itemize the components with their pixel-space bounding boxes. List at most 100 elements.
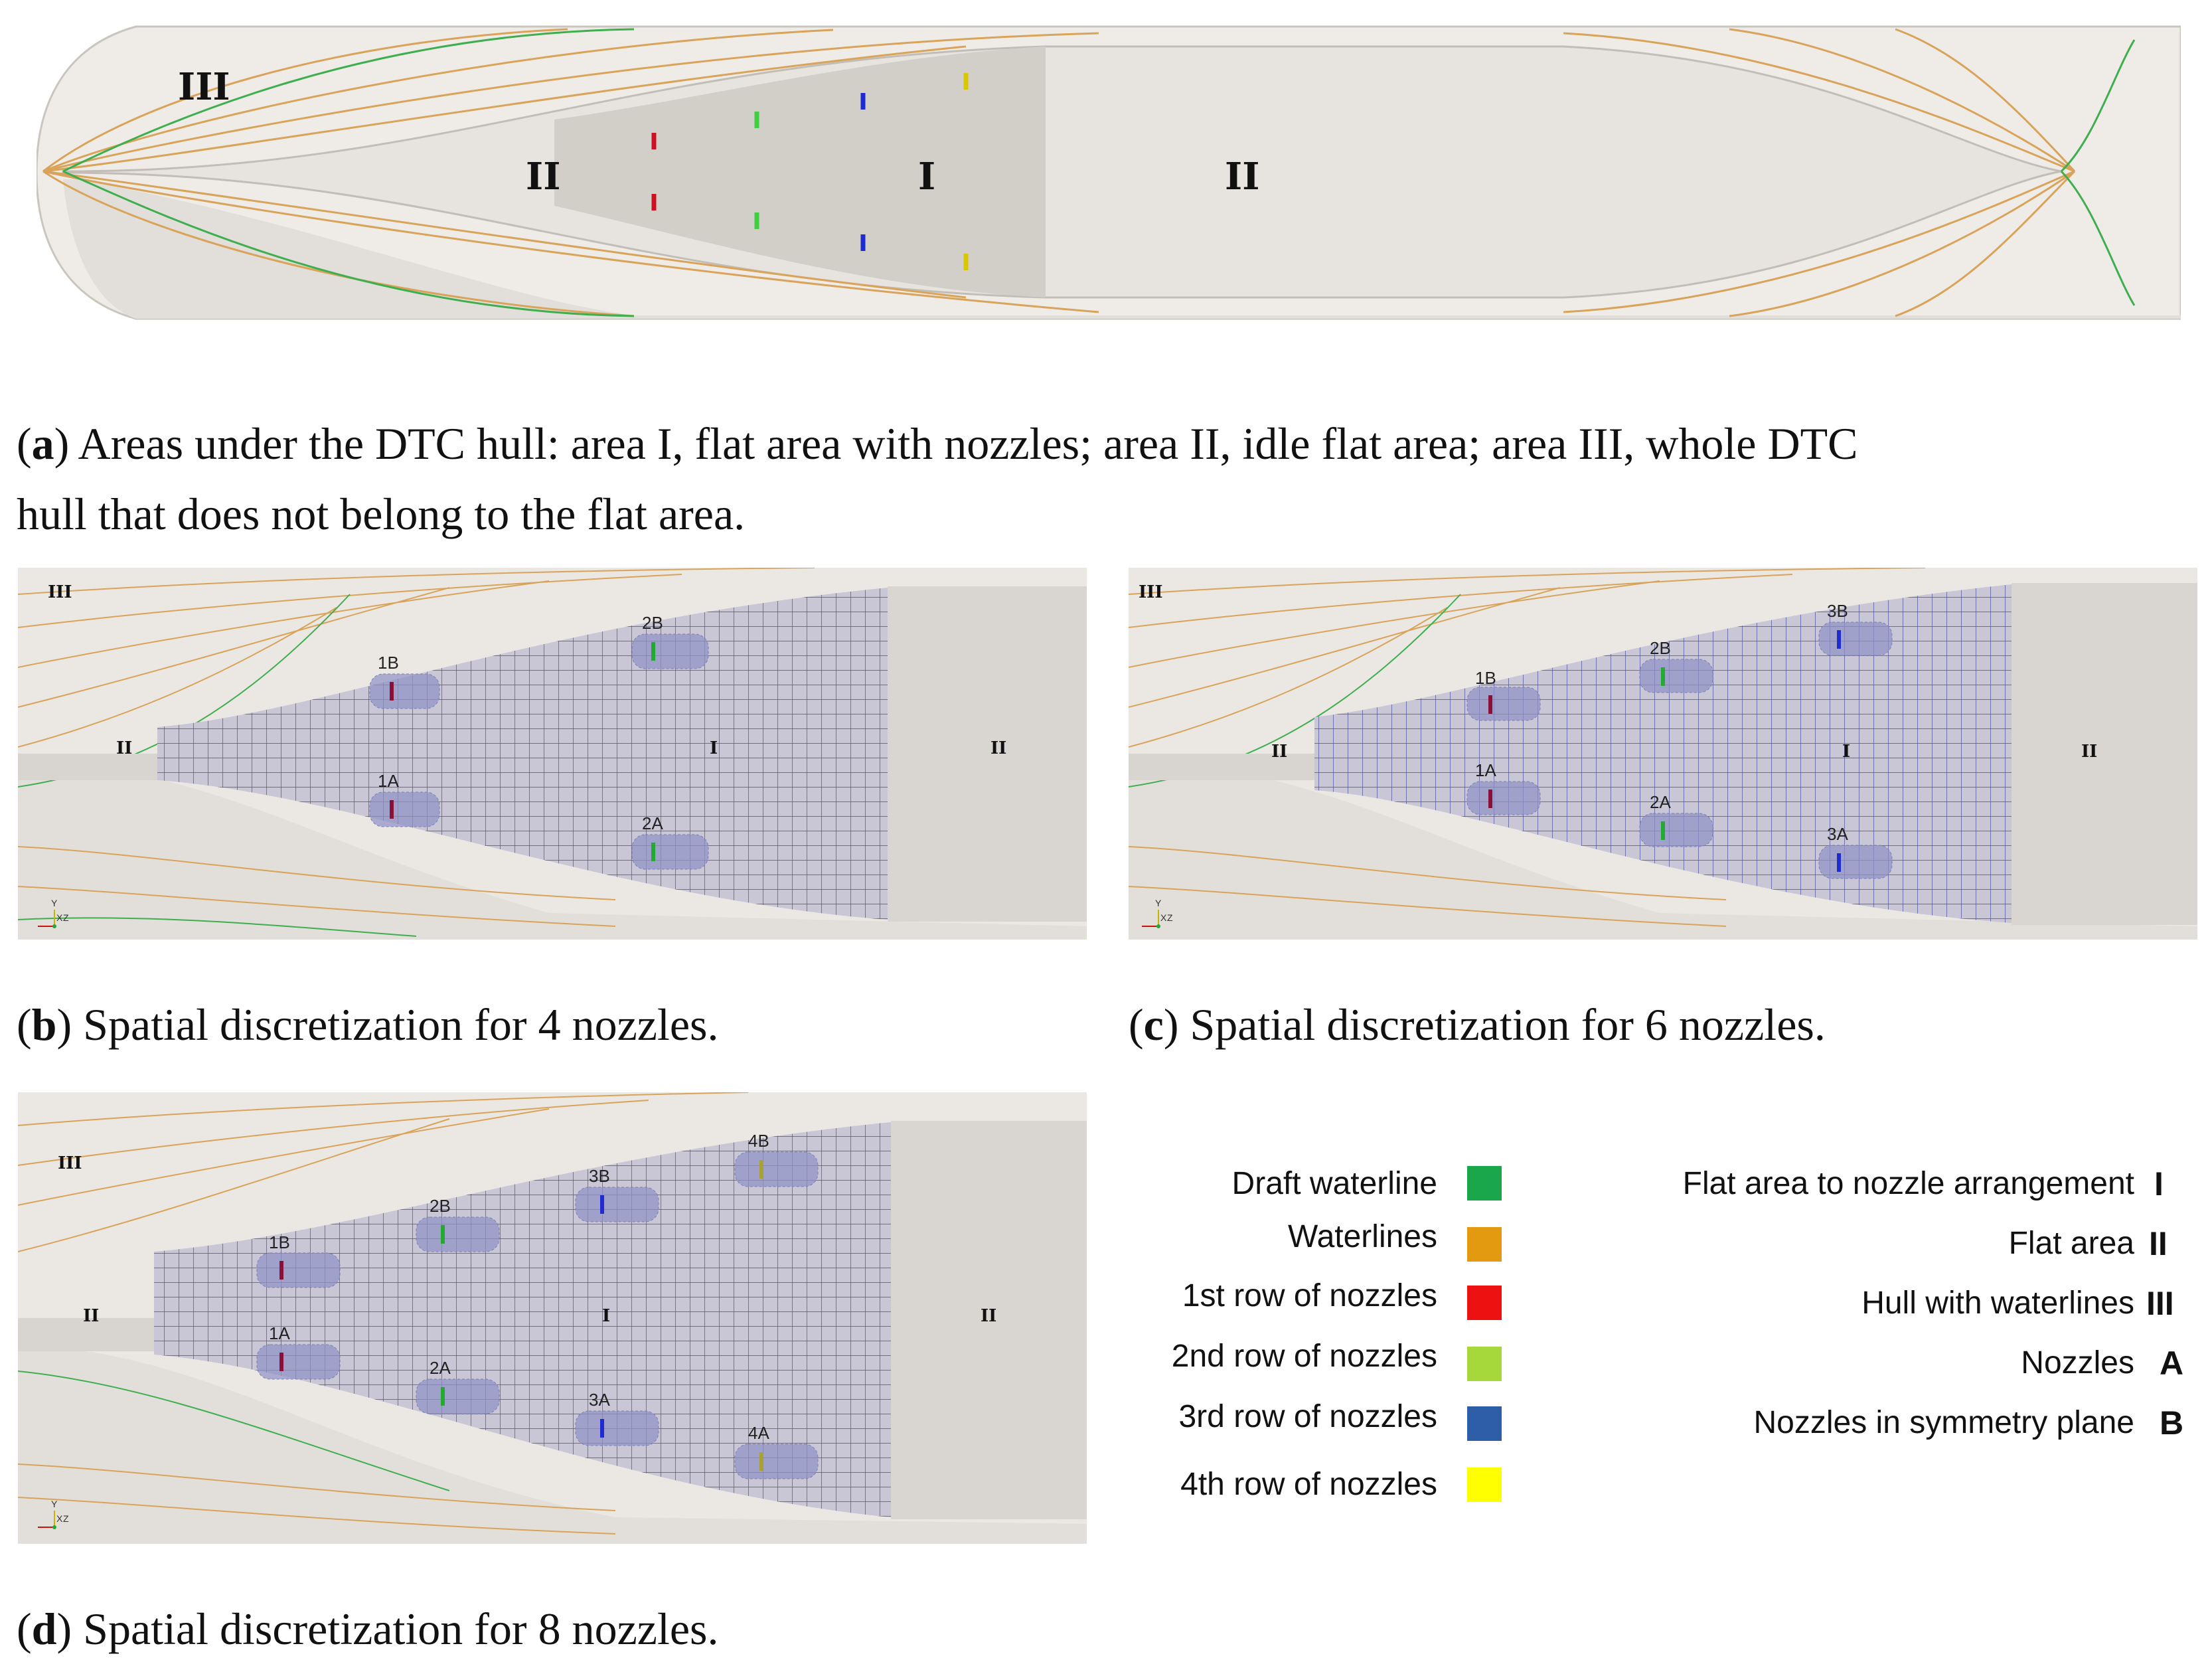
nozzle-label-1b: 1B [1475, 668, 1496, 688]
flat-area-lens [62, 45, 2062, 299]
waterlines-d [18, 1092, 749, 1535]
region-label-III: III [178, 65, 230, 109]
legend-label-4th-row: 4th row of nozzles [1180, 1467, 1437, 1502]
mesh-view-b: 1B 1A 2B 2A III II I II Y X Z [18, 568, 1087, 940]
caption-b-letter: b [31, 999, 57, 1050]
caption-c-letter: c [1143, 999, 1164, 1050]
draft-waterline-d [18, 1371, 450, 1491]
region-label-II-left: II [1271, 742, 1287, 762]
axis-label-y: Y [1155, 898, 1162, 908]
region-label-II-right: II [2081, 742, 2097, 762]
flat-area-II-left [1129, 754, 1314, 780]
caption-c-text: ) Spatial discretization for 6 nozzles. [1163, 999, 1826, 1050]
region-label-II-left: II [116, 738, 132, 758]
caption-d: (d) Spatial discretization for 8 nozzles… [17, 1604, 719, 1654]
caption-d-letter: d [31, 1604, 57, 1654]
legend-label-flat-area: Flat area [2008, 1226, 2134, 1261]
flat-area-II-right [891, 1121, 1087, 1519]
axis-triad-c: Y X Z [1142, 898, 1173, 928]
caption-a-text2: hull that does not belong to the flat ar… [17, 489, 746, 539]
legend-label-1st-row: 1st row of nozzles [1182, 1278, 1437, 1313]
axis-label-x: X [56, 912, 63, 923]
legend-swatch-3rd-row [1467, 1406, 1502, 1441]
nozzles-d [279, 1160, 763, 1471]
hull-lower [18, 760, 1087, 940]
caption-a: (a) Areas under the DTC hull: area I, fl… [17, 418, 1858, 539]
legend-swatch-1st-row [1467, 1286, 1502, 1320]
hull-lower-shade [63, 179, 2181, 319]
panel-a-hull-view: III II I II [37, 20, 2181, 332]
legend-key-B: B [2160, 1404, 2184, 1442]
caption-d-text: ) Spatial discretization for 8 nozzles. [56, 1604, 719, 1654]
nozzle-label-4b: 4B [748, 1131, 769, 1151]
nozzle-label-1b: 1B [269, 1232, 290, 1252]
nozzle-patches-d [256, 1151, 819, 1479]
region-label-I: I [1842, 742, 1850, 762]
region-label-III: III [48, 582, 72, 602]
region-label-II-left: II [526, 155, 560, 199]
caption-c: (c) Spatial discretization for 6 nozzles… [1129, 999, 1826, 1050]
legend-label-nozzles: Nozzles [2021, 1345, 2134, 1380]
legend-swatch-draft-waterline [1467, 1166, 1502, 1201]
area-I [554, 46, 1046, 297]
nozzle-patches-b [369, 633, 709, 870]
region-label-I: I [602, 1306, 610, 1326]
region-label-I: I [710, 738, 718, 758]
legend-swatch-waterlines [1467, 1227, 1502, 1262]
region-label-II-right: II [1225, 155, 1259, 199]
mesh-view-d: 1B 1A 2B 2A 3B 3A 4B 4A III II I II Y X … [18, 1092, 1087, 1544]
axis-label-z: Z [63, 1513, 69, 1524]
hull-lower [18, 1345, 1087, 1544]
legend-swatch-2nd-row [1467, 1347, 1502, 1381]
nozzle-label-4a: 4A [748, 1423, 769, 1443]
legend-label-hull-waterlines: Hull with waterlines [1861, 1286, 2134, 1321]
legend-label-2nd-row: 2nd row of nozzles [1171, 1339, 1437, 1374]
flat-area-II-right [888, 586, 1087, 922]
nozzle-label-3b: 3B [589, 1166, 610, 1186]
nozzle-label-1a: 1A [1475, 760, 1496, 780]
nozzle-label-1b: 1B [378, 653, 399, 673]
waterlines [42, 28, 2076, 317]
axis-label-y: Y [51, 898, 58, 908]
waterlines-b [18, 568, 815, 927]
legend-label-3rd-row: 3rd row of nozzles [1178, 1399, 1437, 1434]
caption-a-letter: a [31, 418, 54, 469]
caption-b-text: ) Spatial discretization for 4 nozzles. [56, 999, 719, 1050]
legend-label-draft-waterline: Draft waterline [1231, 1166, 1437, 1201]
panel-b-4-nozzles: 1B 1A 2B 2A III II I II Y X Z [18, 568, 1087, 940]
axis-triad-b: Y X Z [38, 898, 69, 928]
legend-label-nozzles-symmetry: Nozzles in symmetry plane [1753, 1405, 2134, 1440]
axis-label-x: X [56, 1513, 63, 1524]
flat-area-II-left [18, 1318, 154, 1351]
axis-label-x: X [1160, 912, 1167, 923]
region-label-III: III [58, 1153, 82, 1173]
nozzle-label-2a: 2A [430, 1358, 451, 1378]
nozzle-label-3b: 3B [1827, 601, 1848, 621]
panel-d-8-nozzles: 1B 1A 2B 2A 3B 3A 4B 4A III II I II Y X … [18, 1092, 1087, 1544]
nozzle-label-2b: 2B [430, 1196, 451, 1216]
nozzles-a [651, 73, 969, 270]
hull-top-view: III II I II [37, 25, 2181, 320]
axis-label-z: Z [63, 912, 69, 923]
nozzle-label-2b: 2B [1650, 638, 1671, 658]
legend-label-flat-area-nozzle: Flat area to nozzle arrangement [1682, 1166, 2134, 1201]
legend-key-II: II [2149, 1225, 2168, 1262]
waterlines-c [1129, 568, 1926, 927]
nozzle-label-3a: 3A [589, 1390, 610, 1410]
axis-triad-d: Y X Z [38, 1499, 69, 1529]
draft-waterline-b2 [18, 917, 417, 937]
panel-c-6-nozzles: 1B 1A 2B 2A 3B 3A III II I II Y X Z [1129, 568, 2197, 940]
legend-key-I: I [2154, 1165, 2164, 1203]
caption-a-text: ) Areas under the DTC hull: area I, flat… [54, 418, 1858, 469]
legend-swatch-4th-row [1467, 1467, 1502, 1502]
axis-label-y: Y [51, 1499, 58, 1509]
legend-key-III: III [2146, 1285, 2174, 1322]
nozzle-label-2a: 2A [642, 813, 663, 833]
nozzle-label-1a: 1A [269, 1323, 290, 1343]
draft-waterline [62, 28, 2136, 317]
nozzles-c [1488, 630, 1841, 872]
mesh-view-c: 1B 1A 2B 2A 3B 3A III II I II Y X Z [1129, 568, 2197, 940]
nozzle-label-3a: 3A [1827, 824, 1848, 844]
legend-key-A: A [2160, 1345, 2184, 1382]
region-label-I: I [918, 155, 935, 199]
